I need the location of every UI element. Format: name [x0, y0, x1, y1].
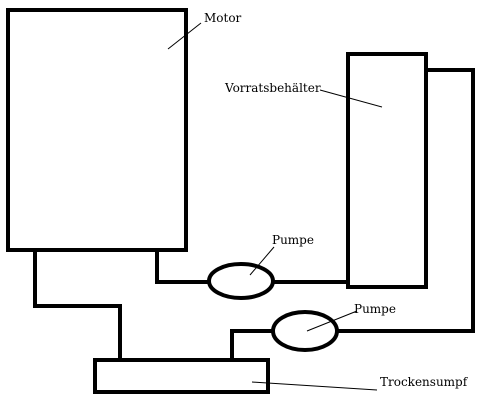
dry-sump-leader	[251, 381, 378, 391]
dry-sump-label: Trockensumpf	[380, 375, 469, 389]
pipe-motor-to-dry-sump	[33, 249, 122, 378]
motor-block	[6, 8, 188, 252]
pipe-motor-to-upper-pump	[155, 249, 211, 284]
upper-pump-leader	[249, 246, 275, 276]
motor-leader	[167, 22, 202, 50]
leader-lines	[167, 22, 383, 391]
lower-pump-label: Pumpe	[354, 302, 396, 316]
reservoir-leader	[319, 89, 383, 108]
lower-pump-leader	[306, 310, 358, 332]
upper-pump	[207, 262, 275, 300]
reservoir-tank	[346, 52, 428, 289]
motor-label: Motor	[204, 11, 242, 25]
reservoir-label: Vorratsbehälter	[224, 81, 321, 95]
upper-pump-label: Pumpe	[272, 233, 314, 247]
pipe-reservoir-return	[335, 68, 475, 333]
dry-sump-tank	[93, 358, 270, 394]
lower-pump	[271, 310, 339, 352]
